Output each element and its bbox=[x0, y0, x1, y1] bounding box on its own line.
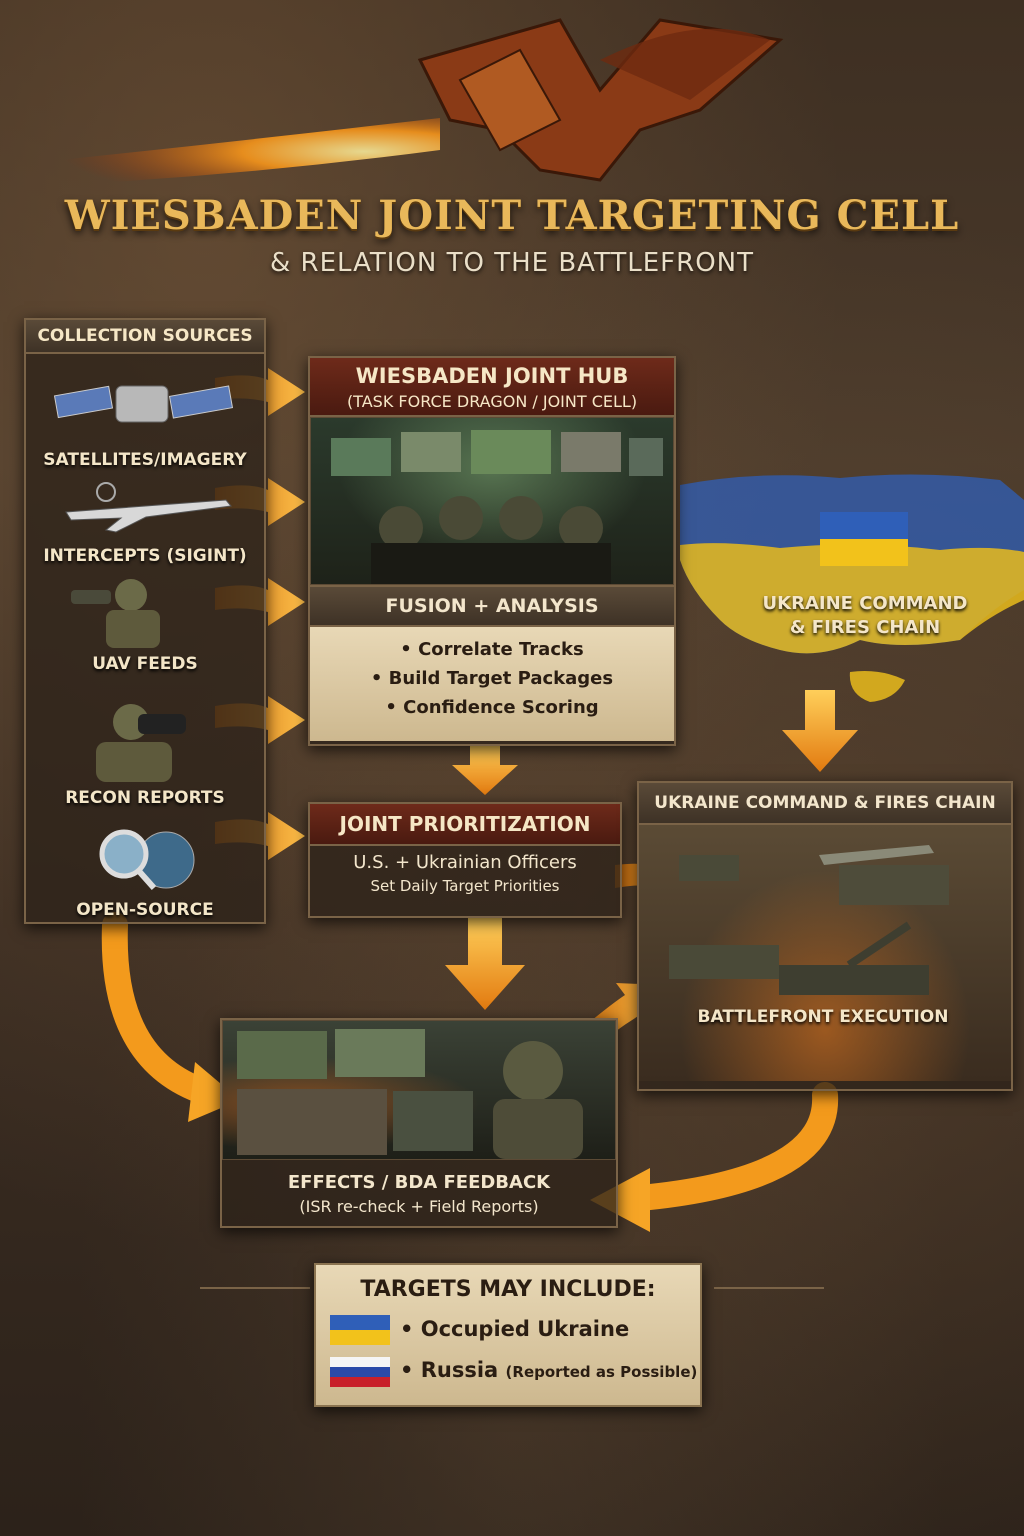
hub-header: WIESBADEN JOINT HUB (TASK FORCE DRAGON /… bbox=[310, 358, 674, 417]
arrow-prioritization-to-bda bbox=[445, 918, 525, 1010]
analyst-monitors-image bbox=[237, 1029, 583, 1159]
collection-sources-heading: COLLECTION SOURCES bbox=[26, 320, 264, 354]
arrow-fires-to-bda bbox=[590, 1082, 839, 1232]
wiesbaden-hub-panel: WIESBADEN JOINT HUB (TASK FORCE DRAGON /… bbox=[308, 356, 676, 746]
soldier-icon bbox=[71, 579, 160, 648]
russia-flag-icon bbox=[330, 1357, 390, 1387]
battlefront-caption: BATTLEFRONT EXECUTION bbox=[697, 1007, 949, 1027]
ukraine-map-label: UKRAINE COMMAND & FIRES CHAIN bbox=[740, 592, 990, 640]
ukraine-map bbox=[680, 474, 1024, 702]
ukraine-flag-small-icon bbox=[330, 1315, 390, 1345]
prioritization-line1: U.S. + Ukrainian Officers bbox=[353, 852, 577, 873]
battlefront-image: BATTLEFRONT EXECUTION bbox=[639, 825, 1011, 1081]
source-intercepts: INTERCEPTS (SIGINT) bbox=[26, 472, 264, 566]
source-uav: UAV FEEDS bbox=[26, 570, 264, 674]
fusion-heading: FUSION + ANALYSIS bbox=[310, 585, 674, 627]
arrow-hub-to-prioritization bbox=[452, 745, 518, 795]
dragon-emblem bbox=[60, 18, 784, 185]
fusion-item-packages: • Build Target Packages bbox=[370, 668, 614, 689]
joint-prioritization-panel: JOINT PRIORITIZATION U.S. + Ukrainian Of… bbox=[308, 802, 622, 918]
hub-subheading: (TASK FORCE DRAGON / JOINT CELL) bbox=[346, 392, 638, 411]
targets-panel: TARGETS MAY INCLUDE: • Occupied Ukraine … bbox=[314, 1263, 702, 1407]
monitors-image bbox=[331, 430, 663, 584]
bda-monitors-image bbox=[222, 1020, 616, 1160]
satellite-icon bbox=[53, 385, 234, 423]
fusion-item-correlate: • Correlate Tracks bbox=[400, 639, 584, 660]
bda-heading: EFFECTS / BDA FEEDBACK bbox=[287, 1172, 551, 1193]
ukraine-map-label-line1: UKRAINE COMMAND bbox=[762, 593, 968, 614]
arrow-map-to-fires bbox=[782, 690, 858, 772]
aircraft-icon bbox=[65, 482, 232, 533]
ukraine-map-label-line2: & FIRES CHAIN bbox=[789, 617, 941, 638]
fusion-list: • Correlate Tracks • Build Target Packag… bbox=[310, 627, 674, 741]
ukraine-flag-icon bbox=[820, 512, 908, 566]
bda-feedback-panel: EFFECTS / BDA FEEDBACK (ISR re-check + F… bbox=[220, 1018, 618, 1228]
binoculars-icon bbox=[96, 704, 186, 782]
source-intercepts-label: INTERCEPTS (SIGINT) bbox=[43, 546, 247, 566]
source-opensource-label: OPEN-SOURCE bbox=[76, 900, 214, 920]
fires-heading: UKRAINE COMMAND & FIRES CHAIN bbox=[639, 783, 1011, 825]
source-satellites-label: SATELLITES/IMAGERY bbox=[43, 450, 247, 470]
collection-sources-panel: COLLECTION SOURCES SATELLITES/IMAGERY IN… bbox=[24, 318, 266, 924]
arrow-sources-to-bda bbox=[101, 912, 240, 1122]
source-recon-label: RECON REPORTS bbox=[65, 788, 225, 808]
source-uav-label: UAV FEEDS bbox=[92, 654, 198, 674]
targets-item-russia: • Russia (Reported as Possible) bbox=[400, 1358, 697, 1382]
fires-chain-panel: UKRAINE COMMAND & FIRES CHAIN BATTLEFRON… bbox=[637, 781, 1013, 1091]
targets-item-ukraine: • Occupied Ukraine bbox=[400, 1317, 630, 1341]
fusion-item-confidence: • Confidence Scoring bbox=[385, 697, 599, 718]
operations-center-image bbox=[310, 417, 674, 585]
artillery-vehicles-image bbox=[669, 845, 949, 999]
page-title: WIESBADEN JOINT TARGETING CELL bbox=[64, 192, 960, 239]
globe-magnifier-icon bbox=[99, 829, 195, 890]
page-subtitle: & RELATION TO THE BATTLEFRONT bbox=[270, 248, 754, 278]
prioritization-heading: JOINT PRIORITIZATION bbox=[310, 804, 620, 846]
source-opensource: OPEN-SOURCE bbox=[26, 818, 264, 920]
targets-item-russia-label: • Russia bbox=[400, 1358, 499, 1382]
bda-subheading: (ISR re-check + Field Reports) bbox=[299, 1197, 539, 1216]
prioritization-line2: Set Daily Target Priorities bbox=[370, 877, 560, 895]
targets-heading: TARGETS MAY INCLUDE: bbox=[360, 1277, 656, 1302]
source-recon: RECON REPORTS bbox=[26, 694, 264, 808]
source-satellites: SATELLITES/IMAGERY bbox=[26, 366, 264, 470]
hub-heading: WIESBADEN JOINT HUB bbox=[355, 364, 629, 388]
targets-item-russia-note: (Reported as Possible) bbox=[505, 1363, 698, 1381]
